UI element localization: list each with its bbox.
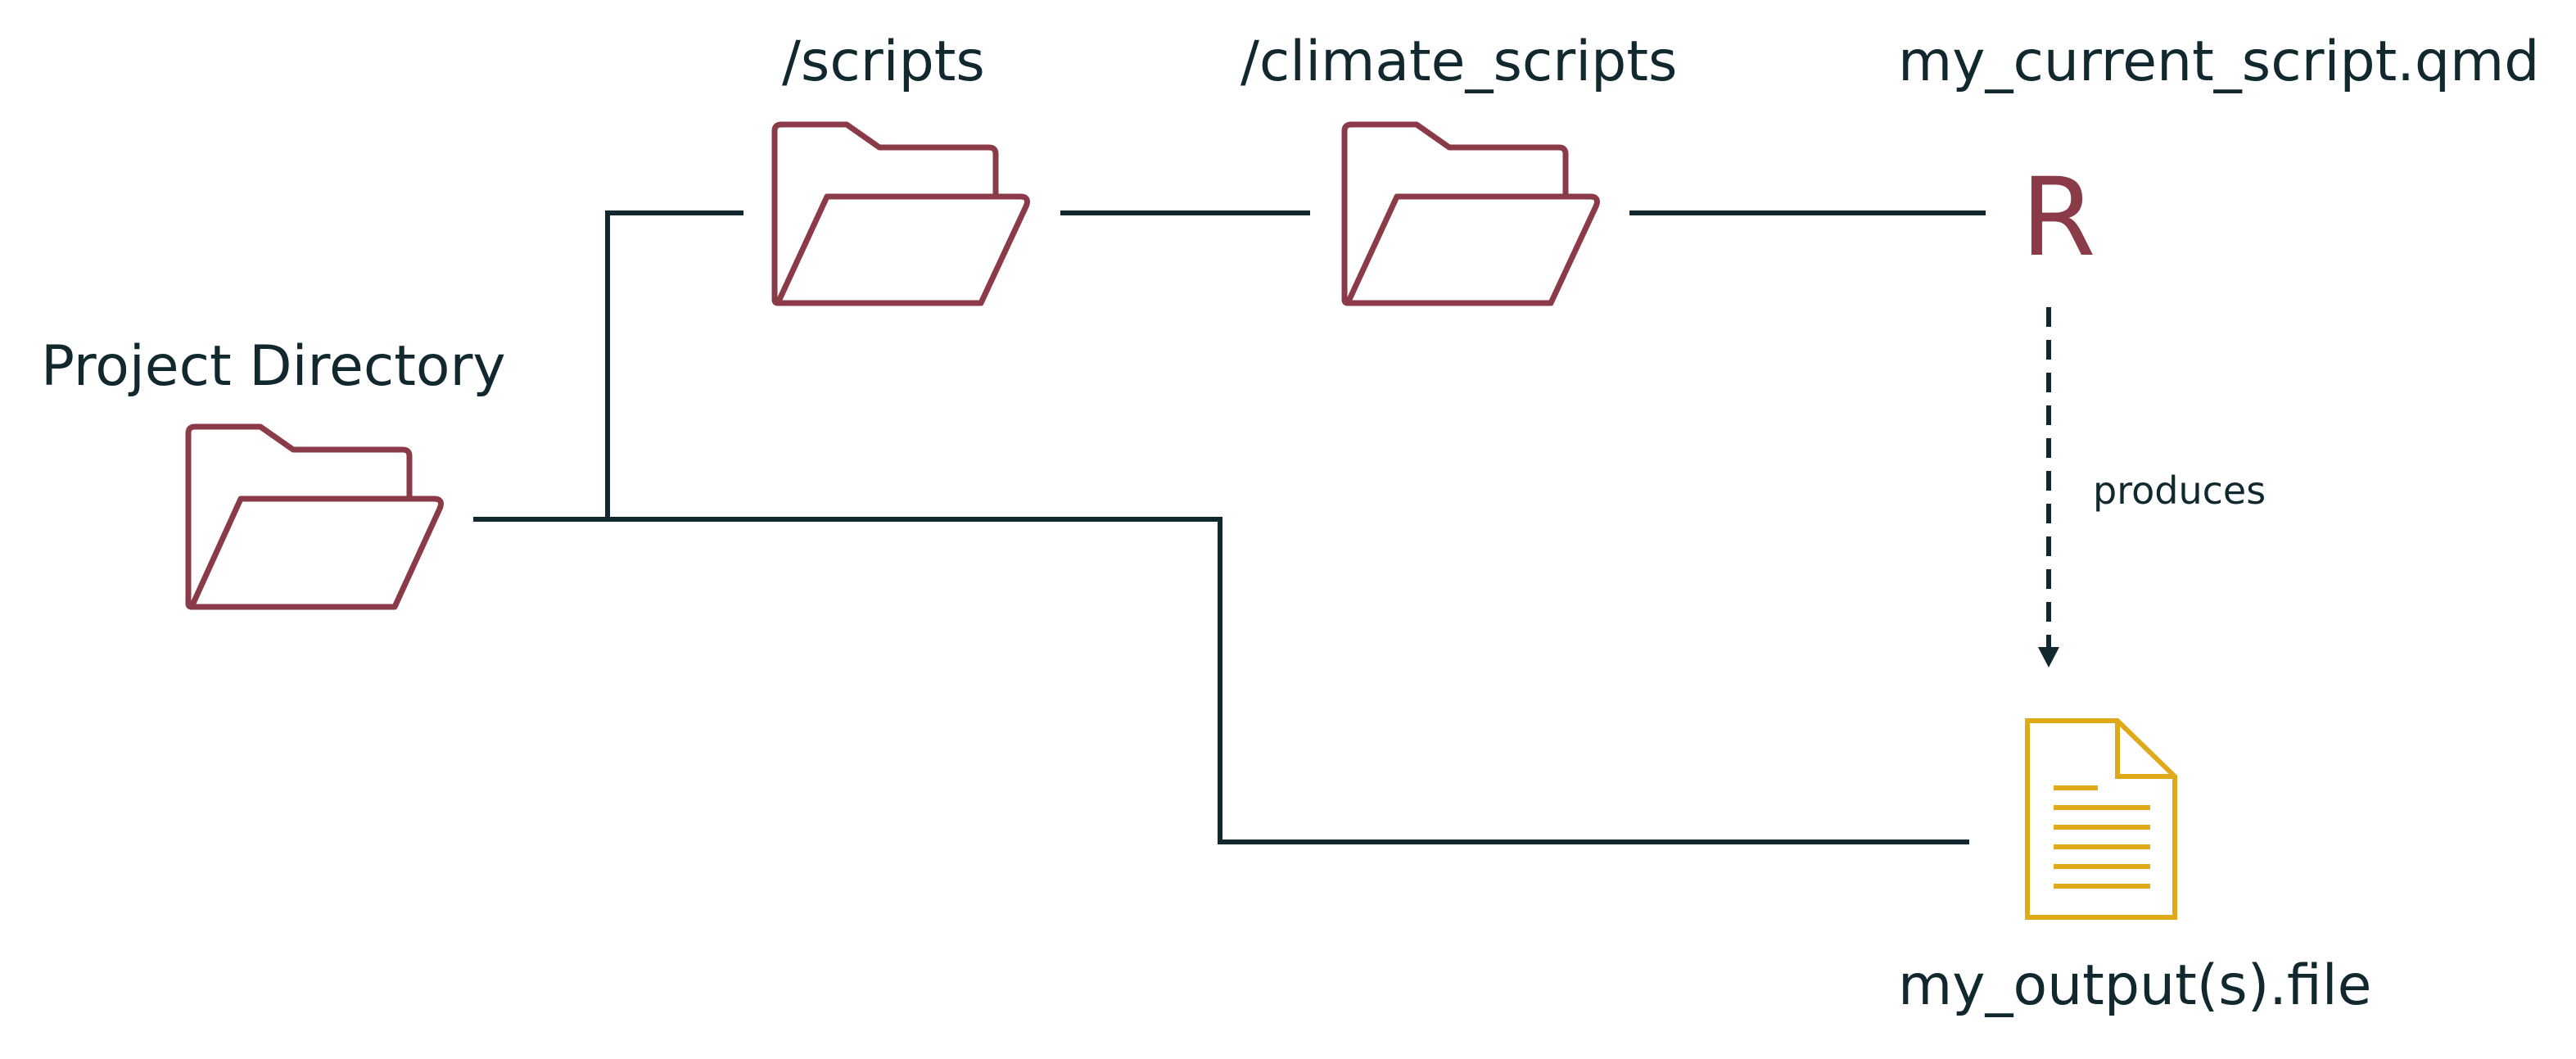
produces-arrowhead: [2038, 647, 2059, 668]
folder-icon: [1341, 121, 1600, 306]
climate-scripts-folder-label: /climate_scripts: [1241, 29, 1678, 94]
folder-icon: [771, 121, 1030, 306]
scripts-folder-label: /scripts: [782, 29, 985, 94]
folder-icon: [185, 423, 444, 610]
project-directory-label: Project Directory: [41, 334, 506, 399]
connector-root-to-scripts: [473, 210, 743, 522]
r-language-icon: R: [2021, 155, 2096, 281]
produces-label: produces: [2093, 468, 2266, 513]
output-file-label: my_output(s).file: [1898, 953, 2372, 1018]
connector-root-to-output: [608, 517, 1969, 844]
document-icon: [2025, 718, 2177, 920]
script-file-label: my_current_script.qmd: [1898, 29, 2540, 94]
